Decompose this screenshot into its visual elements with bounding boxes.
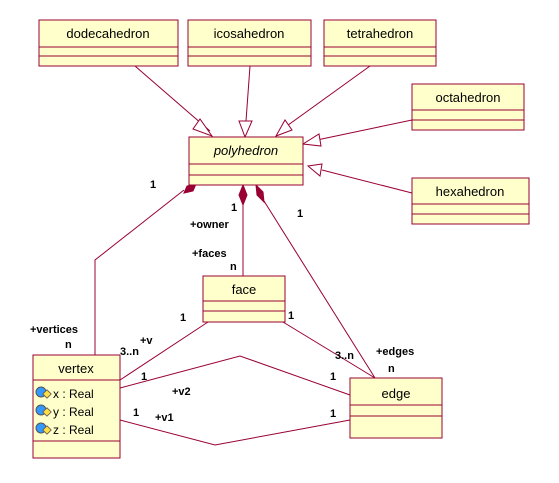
class-hexahedron[interactable]: hexahedron	[411, 177, 530, 225]
multiplicity-label: 1	[330, 408, 336, 420]
multiplicity-label: 1	[288, 310, 294, 322]
multiplicity-label: 1	[231, 202, 237, 214]
gen-arrow-octahedron	[301, 133, 322, 147]
attribute-row: z : Real	[35, 422, 94, 437]
multiplicity-label: 1	[133, 407, 139, 419]
class-octahedron-box	[411, 83, 525, 131]
assoc-vertex-edge-v2	[119, 355, 351, 396]
multiplicity-label: n	[65, 339, 72, 351]
class-edge[interactable]: edge	[349, 377, 443, 439]
class-name: icosahedron	[214, 26, 285, 41]
role-label: +v	[140, 335, 153, 347]
assoc-face-edge	[282, 321, 376, 379]
public-attribute-icon	[35, 386, 52, 399]
attribute-row: y : Real	[35, 404, 94, 419]
multiplicity-label: n	[388, 363, 395, 375]
gen-arrow-icosahedron	[238, 120, 253, 139]
role-label: +v1	[155, 412, 174, 424]
aggregation-diamond-faces	[238, 183, 248, 207]
role-label: +v2	[172, 386, 191, 398]
attribute-row: x : Real	[35, 386, 94, 401]
multiplicity-label: 1	[180, 312, 186, 324]
gen-arrow-hexahedron	[306, 163, 323, 177]
class-face-box	[202, 275, 286, 323]
associations	[94, 183, 376, 446]
role-label: +vertices	[30, 324, 78, 336]
class-tetrahedron-box	[323, 19, 437, 67]
multiplicity-label: 1	[150, 179, 156, 191]
class-hexahedron-box	[411, 177, 530, 225]
class-tetrahedron[interactable]: tetrahedron	[323, 19, 437, 67]
generalizations	[134, 65, 413, 194]
class-name: dodecahedron	[66, 26, 149, 41]
class-edge-box	[349, 377, 443, 439]
attribute-text: y : Real	[53, 405, 94, 419]
multiplicity-label: 1	[330, 371, 336, 383]
class-dodecahedron[interactable]: dodecahedron	[38, 19, 179, 67]
class-name: edge	[382, 386, 411, 401]
class-name: octahedron	[435, 90, 500, 105]
gen-octahedron	[316, 119, 413, 141]
multiplicity-label: 3..n	[335, 350, 354, 362]
gen-arrow-tetrahedron	[274, 119, 293, 137]
assoc-vertex-edge-v1	[119, 419, 351, 446]
gen-icosahedron	[245, 65, 251, 122]
class-name: vertex	[58, 361, 94, 376]
public-attribute-icon	[35, 404, 52, 417]
aggregation-diamond-edges	[255, 183, 265, 204]
class-name: hexahedron	[436, 184, 505, 199]
assoc-polyhedron-edge	[263, 200, 376, 379]
multiplicity-label: 3..n	[120, 346, 139, 358]
class-polyhedron[interactable]: polyhedron	[188, 136, 304, 186]
gen-arrow-dodecahedron	[192, 118, 214, 138]
association-labels: 1 1 +owner +faces n 1 +vertices n 1 +v 3…	[30, 179, 414, 424]
assoc-face-vertex	[119, 321, 209, 381]
attribute-text: z : Real	[53, 423, 94, 437]
attribute-text: x : Real	[53, 387, 94, 401]
class-vertex[interactable]: vertex x : Real y : Real z : Real	[32, 354, 121, 459]
class-icosahedron-box	[187, 19, 312, 67]
class-icosahedron[interactable]: icosahedron	[187, 19, 312, 67]
gen-tetrahedron	[283, 65, 371, 129]
role-label: +faces	[192, 248, 227, 260]
role-label: +owner	[190, 219, 230, 231]
multiplicity-label: 1	[297, 208, 303, 220]
public-attribute-icon	[35, 422, 52, 435]
assoc-polyhedron-vertex	[94, 189, 185, 355]
class-polyhedron-box	[188, 136, 304, 186]
multiplicity-label: 1	[141, 371, 147, 383]
multiplicity-label: n	[230, 261, 237, 273]
class-name: face	[232, 282, 257, 297]
class-octahedron[interactable]: octahedron	[411, 83, 525, 131]
gen-hexahedron	[321, 169, 413, 194]
class-dodecahedron-box	[38, 19, 179, 67]
class-face[interactable]: face	[202, 275, 286, 323]
gen-dodecahedron	[134, 65, 211, 132]
role-label: +edges	[376, 346, 414, 358]
class-name: polyhedron	[213, 143, 278, 158]
class-name: tetrahedron	[347, 26, 414, 41]
